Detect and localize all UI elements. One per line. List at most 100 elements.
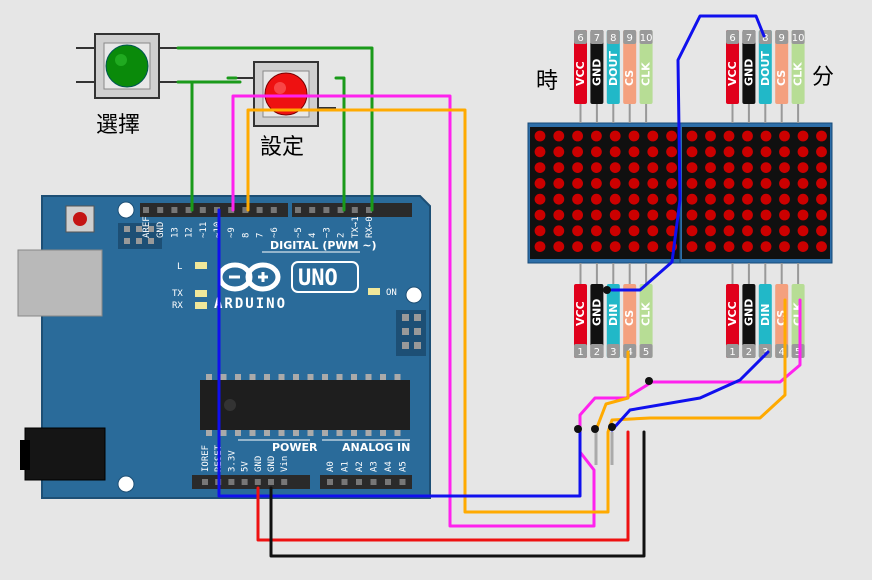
matrix-led [779,225,790,237]
matrix-led [591,130,602,142]
module-pin-vcc[interactable] [726,30,739,104]
analog-pin-label: A2 [355,461,365,472]
module-pin-cs[interactable] [623,284,637,358]
matrix-led [779,178,790,189]
matrix-led [628,146,640,158]
module-pin-din[interactable] [606,284,620,358]
digital-pin-hole[interactable] [256,207,263,213]
analog-pin-hole[interactable] [399,479,406,485]
led-tx [195,290,207,297]
matrix-led [534,225,546,237]
module-pin-cs[interactable] [623,30,637,104]
digital-pin-hole[interactable] [157,207,164,213]
analog-pin-hole[interactable] [370,479,377,485]
wire-orange-a [594,350,630,432]
power-pin-hole[interactable] [268,479,274,485]
module-pin-vcc[interactable] [726,284,739,358]
matrix-led [779,130,790,142]
digital-pin-hole[interactable] [242,207,249,213]
matrix-led [609,146,621,158]
module-pin-vcc[interactable] [574,30,587,104]
module-pin-gnd[interactable] [590,284,604,358]
power-pin-label: 3.3V [227,450,237,472]
digital-pin-hole[interactable] [214,207,220,213]
digital-pin-label: ~11 [199,222,209,238]
digital-pin-hole[interactable] [295,207,301,213]
module-pin-label: DIN [759,304,772,326]
matrix-led [797,193,809,205]
power-pin-hole[interactable] [254,479,261,485]
power-pin-hole[interactable] [241,479,248,485]
digital-pin-hole[interactable] [171,207,178,213]
power-pin-label: Vin [280,456,290,472]
led-rx-label: RX [172,301,183,311]
module-pin-vcc[interactable] [574,284,587,358]
matrix-led [534,146,546,158]
matrix-led [797,162,809,174]
chip-leg [351,430,357,436]
module-pin-gnd[interactable] [742,284,756,358]
matrix-led [816,178,827,189]
digital-pin-hole[interactable] [143,207,149,213]
usb-connector [17,249,103,317]
matrix-led [534,178,546,189]
set-pushbutton[interactable] [236,61,336,127]
minutes-label: 分 [812,65,834,90]
analog-pin-hole[interactable] [385,479,391,485]
analog-pin-hole[interactable] [341,479,348,485]
digital-pin-hole[interactable] [199,207,206,213]
matrix-led [647,225,659,237]
wire-green-select-gnd [176,80,194,212]
matrix-led [553,193,565,205]
digital-pin-hole[interactable] [351,207,358,213]
analog-pin-label: A4 [384,461,394,472]
module-pin-label: VCC [574,301,587,326]
digital-pin-hole[interactable] [337,207,344,213]
power-pin-label: GND [254,456,264,472]
digital-pin-hole[interactable] [185,207,192,213]
matrix-led [816,225,827,237]
module-pin-gnd[interactable] [742,30,756,104]
module-pin-number-cap [742,344,756,358]
chip-leg [220,374,227,380]
module-pin-number: 9 [627,33,633,44]
matrix-led [816,130,827,142]
power-pin-hole[interactable] [281,479,288,485]
matrix-led [553,241,565,253]
analog-pin-label: A3 [370,461,380,472]
power-pin-hole[interactable] [228,479,235,485]
module-pin-clk[interactable] [639,30,653,104]
matrix-led [647,178,659,189]
analog-pin-hole[interactable] [356,479,362,485]
digital-pin-hole[interactable] [228,207,235,213]
digital-pin-hole[interactable] [323,207,330,213]
module-pin-clk[interactable] [639,284,653,358]
matrix-led [742,225,753,237]
module-pin-dout[interactable] [758,30,772,104]
reset-button[interactable] [65,205,95,233]
digital-pin-hole[interactable] [309,207,316,213]
module-pin-clk[interactable] [791,30,805,104]
matrix-led [723,241,735,253]
module-pin-din[interactable] [758,284,772,358]
matrix-led [686,241,698,253]
module-pin-dout[interactable] [606,30,620,104]
matrix-led [666,146,677,158]
chip-leg [336,374,343,380]
power-pin-hole[interactable] [202,479,208,485]
module-pin-gnd[interactable] [590,30,604,104]
chip-leg [293,374,299,380]
led-rx [195,302,207,309]
power-pin-label: GND [267,456,277,472]
led-matrix-module-minutes [679,122,833,264]
led-on [368,288,380,295]
matrix-led [705,146,716,158]
wire-blue-din [217,208,582,498]
module-pin-cs[interactable] [775,30,789,104]
digital-pin-hole[interactable] [270,207,277,213]
analog-pin-hole[interactable] [327,479,333,485]
digital-pin-hole[interactable] [366,207,372,213]
select-pushbutton[interactable] [76,33,178,99]
hours-label: 時 [536,69,558,94]
